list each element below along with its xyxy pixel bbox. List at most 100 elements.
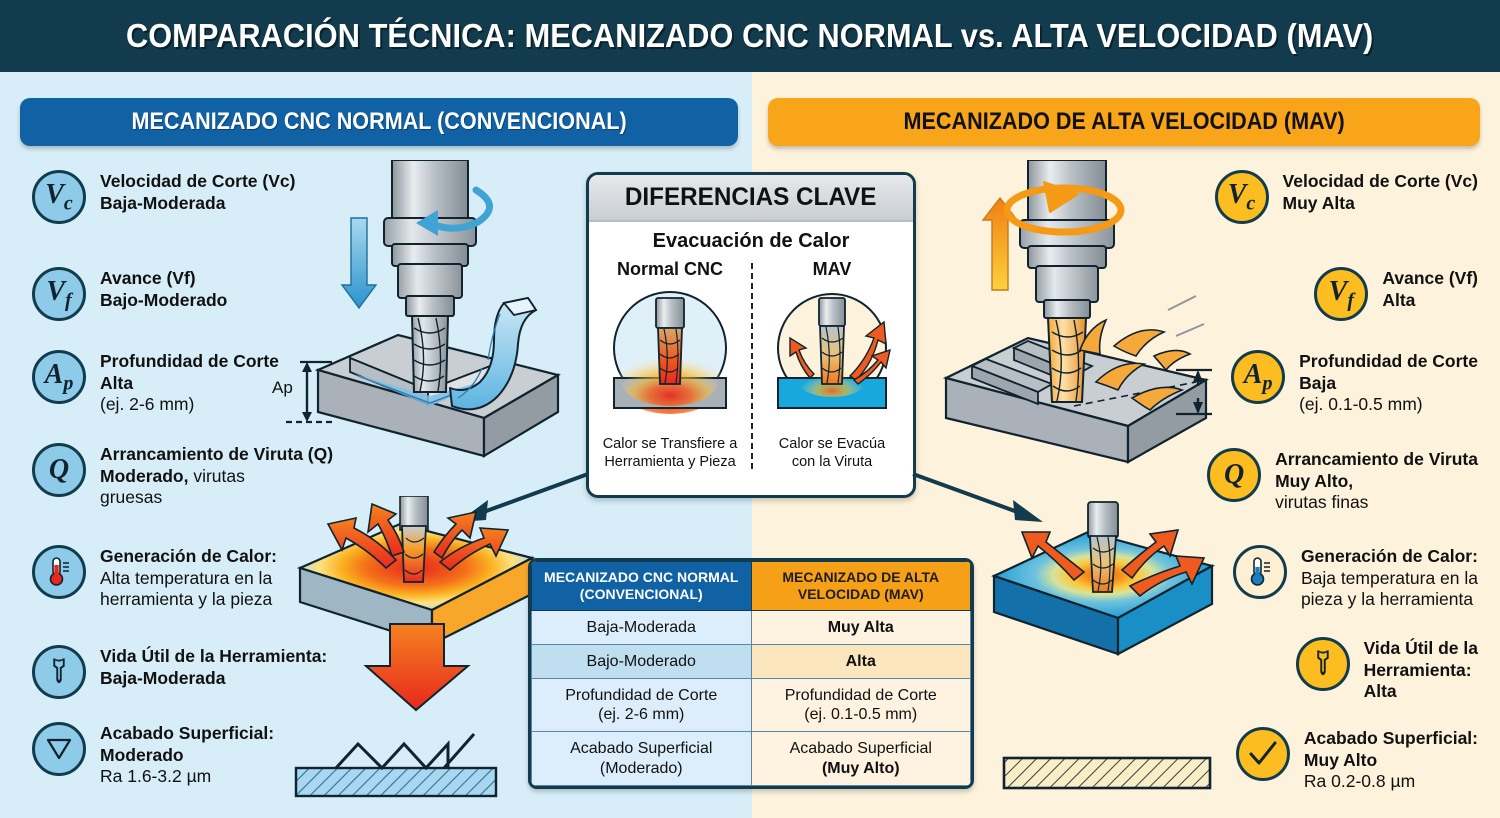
key-panel-subtitle: Evacuación de Calor bbox=[652, 230, 850, 252]
table-cell-left: Bajo-Moderado bbox=[531, 643, 752, 679]
spec-text: Arrancamiento de Viruta Muy Alto, viruta… bbox=[1275, 449, 1478, 513]
table-cell-right: Alta bbox=[750, 643, 971, 679]
key-panel-header: DIFERENCIAS CLAVE bbox=[589, 175, 913, 222]
page-title: COMPARACIÓN TÉCNICA: MECANIZADO CNC NORM… bbox=[126, 17, 1374, 54]
table-row: Profundidad de Corte (ej. 2-6 mm) Profun… bbox=[531, 677, 971, 733]
chip-motion-lines bbox=[1167, 295, 1205, 337]
flying-chips bbox=[1078, 318, 1192, 412]
spec-text: Avance (Vf) Bajo-Moderado bbox=[100, 268, 228, 310]
banner-normal-cnc: MECANIZADO CNC NORMAL (CONVENCIONAL) bbox=[20, 98, 738, 146]
q-badge-icon: Q bbox=[1207, 448, 1262, 502]
feed-direction-arrow bbox=[340, 217, 378, 310]
wrench-glyph bbox=[1316, 650, 1329, 676]
heat-escape-arrows bbox=[789, 320, 891, 385]
spec-item-right-surface: Acabado Superficial: Muy Alto Ra 0.2-0.8… bbox=[1235, 727, 1478, 793]
connector-arrow-right bbox=[912, 472, 1043, 522]
thermometer-glyph bbox=[1250, 557, 1270, 586]
key-panel-col-mav-title: MAV bbox=[812, 259, 852, 279]
table-header-normal: MECANIZADO CNC NORMAL (CONVENCIONAL) bbox=[531, 561, 752, 611]
page-title-bar: COMPARACIÓN TÉCNICA: MECANIZADO CNC NORM… bbox=[0, 0, 1500, 72]
vf-badge-icon: Vf bbox=[1314, 267, 1369, 321]
q-badge-icon: Q bbox=[32, 443, 86, 497]
wrench-glyph bbox=[53, 658, 65, 684]
feed-direction-arrow bbox=[981, 196, 1019, 291]
thick-chip bbox=[449, 296, 538, 411]
key-panel-header-label: DIFERENCIAS CLAVE bbox=[625, 183, 877, 211]
key-panel-divider bbox=[751, 263, 753, 469]
table-row: Acabado Superficial (Moderado) Acabado S… bbox=[531, 731, 971, 786]
end-mill-cutter bbox=[1046, 317, 1088, 403]
table-cell-right: Acabado Superficial (Muy Alto) bbox=[750, 731, 971, 786]
table-cell-left: Profundidad de Corte (ej. 2-6 mm) bbox=[531, 677, 752, 733]
key-panel-col-normal-title: Normal CNC bbox=[616, 259, 723, 279]
illustration-hsm-milling bbox=[942, 160, 1209, 464]
wrench-icon bbox=[32, 645, 86, 699]
spec-item-right-vf: Vf Avance (Vf) Alta bbox=[1314, 267, 1478, 321]
spec-text: Generación de Calor: Alta temperatura en… bbox=[100, 546, 277, 610]
illustration-normal-cnc-milling bbox=[314, 160, 561, 458]
heat-transfer-down-arrow bbox=[363, 623, 471, 712]
spec-item-left-heat: Generación de Calor: Alta temperatura en… bbox=[32, 545, 277, 611]
tool-holder bbox=[383, 160, 477, 317]
heat-escape-arrows bbox=[1020, 529, 1206, 598]
spec-text: Velocidad de Corte (Vc) Baja-Moderada bbox=[100, 171, 296, 213]
wrench-icon bbox=[1295, 637, 1350, 691]
table-row: Bajo-Moderado Alta bbox=[531, 643, 971, 679]
table-header-mav: MECANIZADO DE ALTA VELOCIDAD (MAV) bbox=[750, 561, 971, 611]
spec-item-left-tool-life: Vida Útil de la Herramienta: Baja-Modera… bbox=[32, 645, 327, 699]
ap-badge-icon: Ap bbox=[32, 350, 86, 404]
end-mill-cutter bbox=[410, 315, 450, 393]
spec-item-right-heat: Generación de Calor: Baja temperatura en… bbox=[1232, 545, 1478, 611]
key-differences-panel: DIFERENCIAS CLAVE Evacuación de Calor No… bbox=[586, 172, 916, 498]
heat-diagram-mav bbox=[777, 293, 891, 409]
spec-text: Vida Útil de la Herramienta: Baja-Modera… bbox=[100, 646, 328, 688]
spec-item-left-vc: Vc Velocidad de Corte (Vc) Baja-Moderada bbox=[32, 170, 295, 224]
table-row: Baja-Moderada Muy Alta bbox=[531, 609, 971, 645]
key-panel-columns: Normal CNC bbox=[589, 259, 913, 473]
ap-dimension-left bbox=[286, 360, 332, 424]
table-cell-left: Acabado Superficial (Moderado) bbox=[531, 731, 752, 786]
spec-text: Vida Útil de la Herramienta: Alta bbox=[1363, 638, 1478, 702]
spec-item-right-q: Q Arrancamiento de Viruta Muy Alto, viru… bbox=[1207, 448, 1478, 514]
thermometer-icon bbox=[32, 545, 86, 599]
vf-badge-icon: Vf bbox=[32, 267, 86, 321]
ap-dimension-label-left: Ap bbox=[272, 378, 293, 397]
heat-radiation-arrows bbox=[326, 502, 510, 572]
ap-dimension-right bbox=[1176, 368, 1212, 416]
spec-text: Avance (Vf) Alta bbox=[1382, 268, 1478, 310]
spec-item-left-surface: Acabado Superficial: Moderado Ra 1.6-3.2… bbox=[32, 722, 274, 788]
surface-roughness-mav bbox=[1002, 756, 1212, 790]
tool-holder bbox=[1019, 160, 1115, 319]
illustration-heat-normal bbox=[296, 496, 536, 712]
spec-text: Acabado Superficial: Muy Alto Ra 0.2-0.8… bbox=[1303, 728, 1478, 792]
spec-item-right-tool-life: Vida Útil de la Herramienta: Alta bbox=[1295, 637, 1478, 703]
banner-hsm-label: MECANIZADO DE ALTA VELOCIDAD (MAV) bbox=[903, 108, 1345, 135]
comparison-table-container: MECANIZADO CNC NORMAL (CONVENCIONAL) MEC… bbox=[528, 558, 974, 789]
key-panel-col-normal: Normal CNC bbox=[589, 259, 751, 473]
spec-item-left-ap: Ap Profundidad de Corte Alta (ej. 2-6 mm… bbox=[32, 350, 279, 416]
vc-badge-icon: Vc bbox=[1214, 170, 1269, 224]
spec-text: Generación de Calor: Baja temperatura en… bbox=[1300, 546, 1478, 610]
vc-badge-icon: Vc bbox=[32, 170, 86, 224]
table-header-row: MECANIZADO CNC NORMAL (CONVENCIONAL) MEC… bbox=[531, 561, 971, 611]
surface-finish-icon bbox=[32, 722, 86, 776]
thermometer-glyph bbox=[49, 557, 69, 586]
heat-diagram-normal bbox=[612, 291, 728, 414]
spec-text: Profundidad de Corte Baja (ej. 0.1-0.5 m… bbox=[1299, 351, 1478, 415]
key-panel-col-mav: MAV bbox=[751, 259, 913, 473]
ap-badge-icon: Ap bbox=[1231, 350, 1286, 404]
check-glyph bbox=[1249, 741, 1277, 765]
table-cell-right: Muy Alta bbox=[750, 609, 971, 645]
table-cell-right: Profundidad de Corte (ej. 0.1-0.5 mm) bbox=[750, 677, 971, 733]
banner-normal-cnc-label: MECANIZADO CNC NORMAL (CONVENCIONAL) bbox=[131, 108, 627, 135]
comparison-table: MECANIZADO CNC NORMAL (CONVENCIONAL) MEC… bbox=[531, 561, 971, 786]
illustration-heat-mav bbox=[991, 501, 1215, 656]
banner-hsm: MECANIZADO DE ALTA VELOCIDAD (MAV) bbox=[768, 98, 1480, 146]
surface-finish-glyph bbox=[46, 738, 72, 760]
surface-roughness-normal bbox=[294, 733, 498, 798]
rotation-arrow bbox=[1003, 181, 1125, 236]
spec-text: Profundidad de Corte Alta (ej. 2-6 mm) bbox=[100, 351, 279, 415]
check-icon bbox=[1235, 727, 1290, 781]
spec-item-left-vf: Vf Avance (Vf) Bajo-Moderado bbox=[32, 267, 227, 321]
table-cell-left: Baja-Moderada bbox=[531, 609, 752, 645]
